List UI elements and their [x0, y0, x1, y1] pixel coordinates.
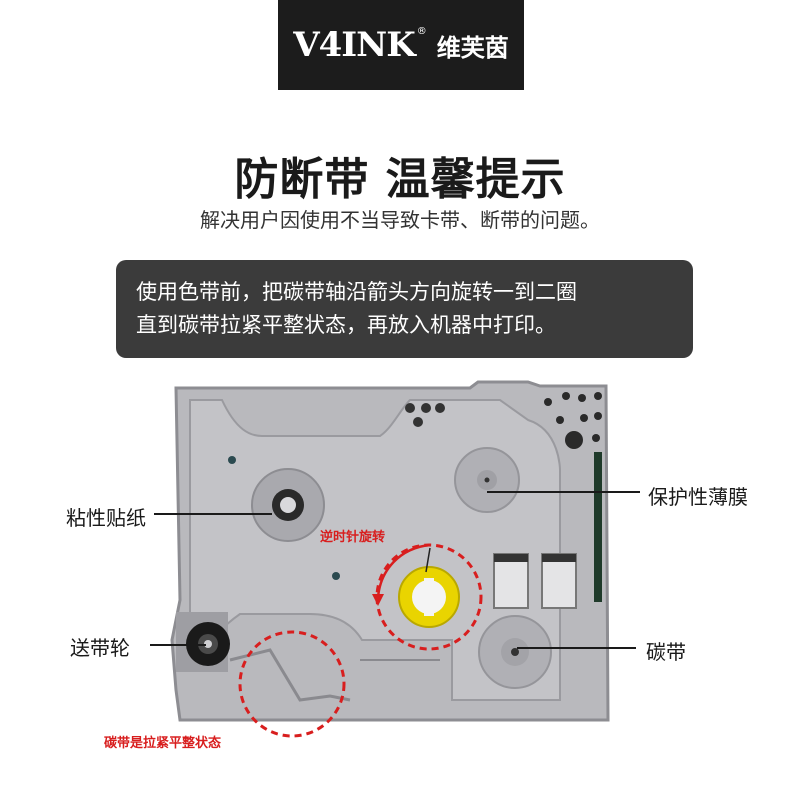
hole	[565, 431, 583, 449]
hole	[544, 398, 552, 406]
brand-chinese-name: 维芙茵	[436, 32, 509, 62]
tight-ribbon-highlight	[238, 630, 346, 738]
hole	[594, 412, 602, 420]
hole	[594, 392, 602, 400]
label-feed-wheel: 送带轮	[70, 636, 130, 660]
hole	[413, 417, 423, 427]
window	[541, 553, 577, 609]
instruction-line-1: 使用色带前，把碳带轴沿箭头方向旋转一到二圈	[136, 280, 577, 304]
logo-banner: V4INK ® 维芙茵	[278, 0, 524, 90]
label-sticker: 粘性贴纸	[66, 506, 146, 530]
hole	[228, 456, 236, 464]
registered-mark: ®	[416, 25, 427, 37]
hole	[556, 416, 564, 424]
hole	[405, 403, 415, 413]
label-rotate-counterclockwise: 逆时针旋转	[320, 530, 386, 545]
counter-clockwise-arrow-icon	[376, 543, 431, 599]
window	[493, 553, 529, 609]
hole	[332, 572, 340, 580]
label-ribbon-tight: 碳带是拉紧平整状态	[104, 736, 222, 751]
instruction-line-2: 直到碳带拉紧平整状态，再放入机器中打印。	[136, 313, 556, 337]
ribbon-path	[229, 648, 351, 702]
page-subtitle: 解决用户因使用不当导致卡带、断带的问题。	[200, 208, 600, 232]
hole	[435, 403, 445, 413]
hole	[578, 394, 586, 402]
instruction-box: 使用色带前，把碳带轴沿箭头方向旋转一到二圈 直到碳带拉紧平整状态，再放入机器中打…	[116, 260, 693, 358]
hole	[562, 392, 570, 400]
brand-logo: V4INK	[293, 25, 416, 65]
hole	[592, 434, 600, 442]
label-protective-film: 保护性薄膜	[648, 485, 748, 509]
hole	[580, 414, 588, 422]
hole	[421, 403, 431, 413]
page-title: 防断带 温馨提示	[234, 154, 566, 205]
slot	[594, 452, 602, 602]
label-ribbon: 碳带	[646, 640, 686, 664]
